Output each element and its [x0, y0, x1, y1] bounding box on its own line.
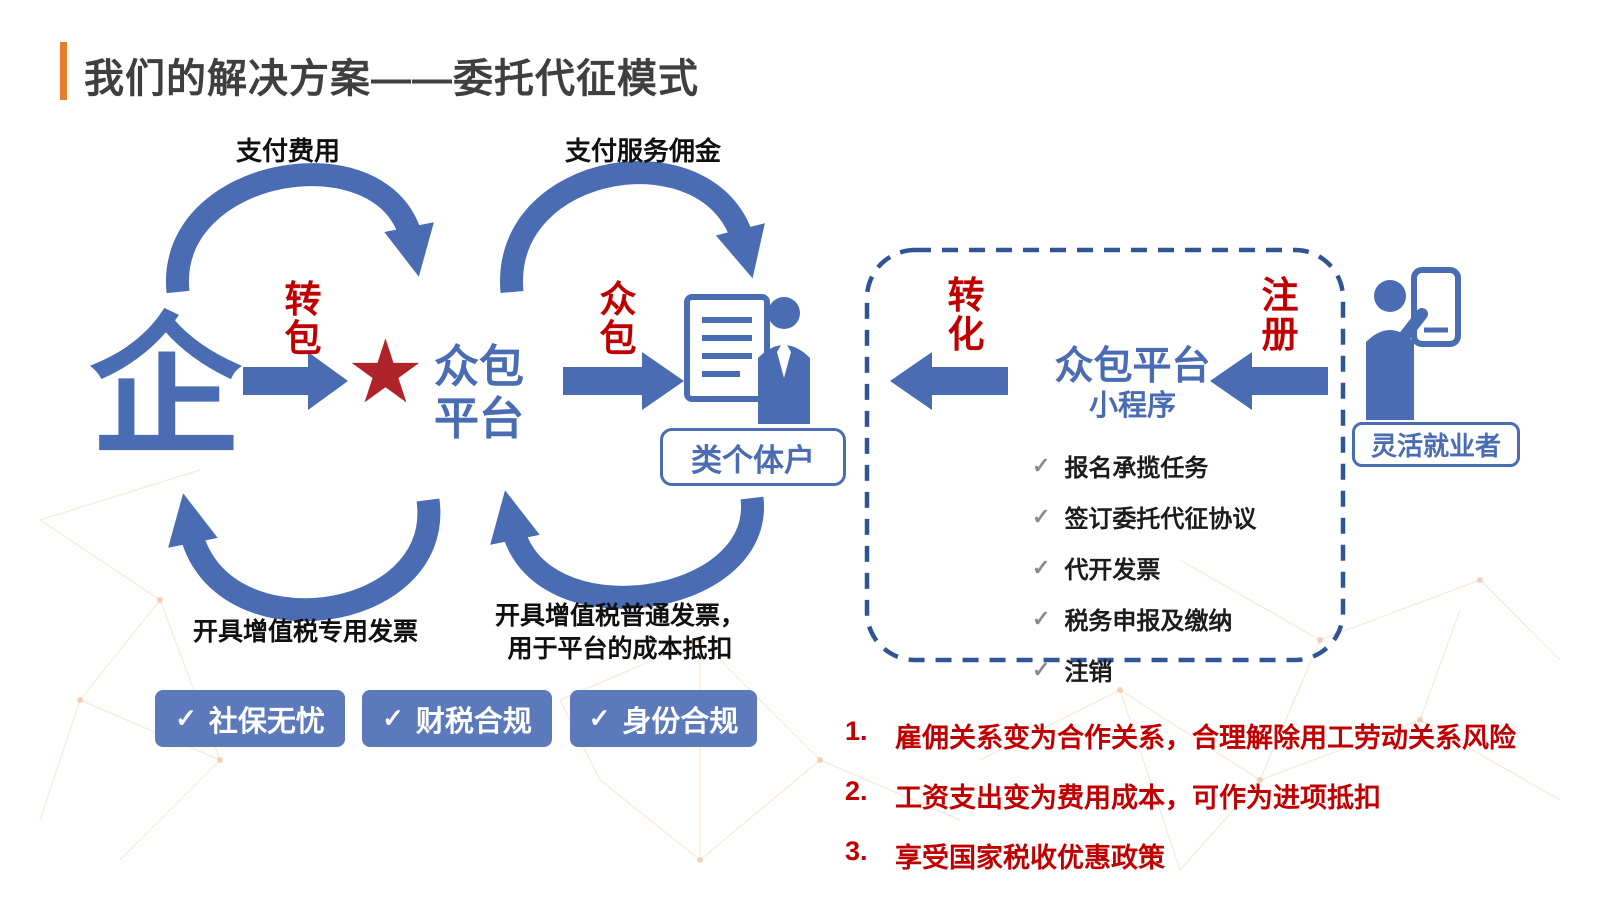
register-left-arrow: [1210, 352, 1328, 410]
benefit-text: 雇佣关系变为合作关系，合理解除用工劳动关系风险: [895, 723, 1516, 753]
convert-label: 转化: [947, 275, 985, 355]
pay-commission-label: 支付服务佣金: [564, 136, 721, 166]
crowdsourcing-platform-name: 众包 平台: [420, 341, 538, 445]
check-icon: ✓: [1032, 503, 1051, 529]
benefit-item: 1. 雇佣关系变为合作关系，合理解除用工劳动关系风险: [845, 716, 1516, 755]
checklist-item-label: 税务申报及缴纳: [1064, 608, 1233, 635]
pay-fee-label: 支付费用: [235, 136, 340, 166]
arc-pay-fee-arrow: [166, 163, 434, 294]
ordinary-invoice-line2: 用于平台的成本抵扣: [507, 634, 733, 663]
check-icon: ✓: [175, 703, 197, 733]
subcontract-arrow: [243, 352, 348, 410]
benefit-number: 3.: [845, 836, 868, 866]
register-label: 注册: [1261, 275, 1299, 355]
check-icon: ✓: [1032, 554, 1051, 580]
page-title: 我们的解决方案——委托代征模式: [84, 57, 699, 101]
checklist-item: ✓ 代开发票: [1032, 550, 1256, 585]
benefit-number: 2.: [845, 776, 868, 806]
checklist-item: ✓ 报名承揽任务: [1032, 448, 1256, 483]
check-icon: ✓: [1032, 605, 1051, 631]
badge-label: 财税合规: [415, 705, 532, 738]
badge-social-security: ✓ 社保无忧: [155, 690, 345, 747]
badge-tax-compliance: ✓ 财税合规: [362, 690, 552, 747]
checklist-item-label: 注销: [1064, 659, 1113, 686]
checklist-item-label: 签订委托代征协议: [1064, 506, 1257, 533]
mini-program-checklist: ✓ 报名承揽任务 ✓ 签订委托代征协议 ✓ 代开发票 ✓ 税务申报及缴纳 ✓ 注…: [1032, 448, 1256, 687]
badge-label: 身份合规: [622, 705, 739, 738]
individual-worker-icon: [684, 294, 810, 424]
badge-identity-compliance: ✓ 身份合规: [570, 690, 757, 747]
benefit-item: 2. 工资支出变为费用成本，可作为进项抵扣: [845, 776, 1516, 815]
benefit-item: 3. 享受国家税收优惠政策: [845, 836, 1516, 875]
checklist-item: ✓ 签订委托代征协议: [1032, 499, 1256, 534]
benefit-number: 1.: [845, 716, 868, 746]
panel-platform-subtitle: 小程序: [1088, 390, 1176, 422]
star-icon: ★: [346, 322, 425, 421]
arc-special-invoice-arrow: [168, 493, 441, 622]
arc-ordinary-invoice-arrow: [490, 490, 764, 609]
crowdsource-label: 众包: [599, 279, 637, 359]
title-accent-bar: [60, 42, 67, 100]
benefits-list: 1. 雇佣关系变为合作关系，合理解除用工劳动关系风险 2. 工资支出变为费用成本…: [845, 716, 1516, 875]
platform-name-line1: 众包: [433, 341, 524, 392]
flexible-worker-chip: 灵活就业者: [1352, 422, 1520, 467]
check-icon: ✓: [382, 703, 404, 733]
panel-platform-title: 众包平台: [1054, 345, 1211, 388]
ordinary-invoice-label: 开具增值税普通发票， 用于平台的成本抵扣: [494, 600, 746, 665]
ordinary-invoice-line1: 开具增值税普通发票，: [494, 602, 745, 630]
platform-name-line2: 平台: [433, 393, 524, 445]
check-icon: ✓: [1032, 452, 1051, 478]
crowdsource-arrow: [563, 352, 684, 410]
enterprise-character: 企: [89, 303, 242, 473]
checklist-item: ✓ 注销: [1032, 652, 1256, 687]
check-icon: ✓: [1032, 656, 1051, 682]
convert-left-arrow: [890, 352, 1008, 410]
flexible-worker-icon: [1366, 267, 1461, 420]
individual-household-chip: 类个体户: [660, 428, 846, 486]
special-invoice-label: 开具增值税专用发票: [192, 618, 418, 646]
subcontract-label: 转包: [284, 279, 322, 359]
checklist-item-label: 报名承揽任务: [1064, 455, 1209, 482]
benefit-text: 享受国家税收优惠政策: [895, 843, 1165, 873]
arc-pay-commission-arrow: [500, 161, 765, 294]
check-icon: ✓: [588, 703, 611, 733]
benefit-text: 工资支出变为费用成本，可作为进项抵扣: [895, 783, 1381, 813]
checklist-item-label: 代开发票: [1064, 557, 1161, 584]
checklist-item: ✓ 税务申报及缴纳: [1032, 601, 1256, 636]
badge-label: 社保无忧: [208, 705, 325, 738]
